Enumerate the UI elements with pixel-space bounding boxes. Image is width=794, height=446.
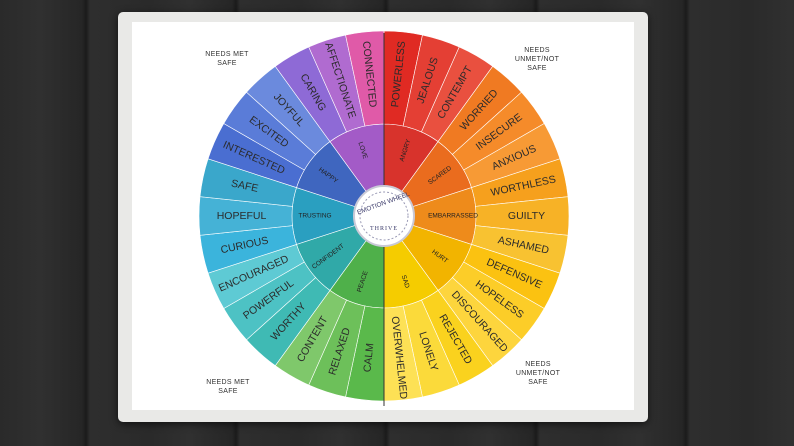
corner-label-bottom-left: NEEDS MET SAFE <box>188 378 268 396</box>
corner-line: NEEDS MET <box>205 51 249 58</box>
corner-line: UNMET/NOT <box>514 56 560 63</box>
corner-label-top-left: NEEDS MET SAFE <box>187 50 267 68</box>
core-label-trusting: TRUSTING <box>298 213 331 220</box>
center-brand: THRIVE <box>370 226 398 232</box>
corner-line: NEEDS MET <box>206 379 250 386</box>
corner-line: SAFE <box>528 379 548 386</box>
core-label-embarrassed: EMBARRASSED <box>428 213 478 220</box>
outer-label-safe: SAFE <box>230 177 259 194</box>
wheel-sectors <box>198 30 570 402</box>
corner-line: NEEDS <box>524 47 550 54</box>
corner-line: SAFE <box>217 60 237 67</box>
outer-label-calm: CALM <box>361 343 376 373</box>
corner-line: NEEDS <box>525 361 551 368</box>
outer-label-guilty: GUILTY <box>508 210 545 222</box>
corner-line: SAFE <box>218 388 238 395</box>
center-badge: EMOTION WHEEL THRIVE <box>353 185 415 247</box>
core-label-sad: SAD <box>400 274 411 289</box>
outer-label-hopeful: HOPEFUL <box>217 210 267 222</box>
center-badge-ring <box>359 191 409 241</box>
corner-label-top-right: NEEDS UNMET/NOT SAFE <box>497 46 577 73</box>
corner-line: SAFE <box>527 65 547 72</box>
center-badge-circle <box>353 185 415 247</box>
corner-label-bottom-right: NEEDS UNMET/NOT SAFE <box>498 360 578 387</box>
corner-line: UNMET/NOT <box>515 370 561 377</box>
